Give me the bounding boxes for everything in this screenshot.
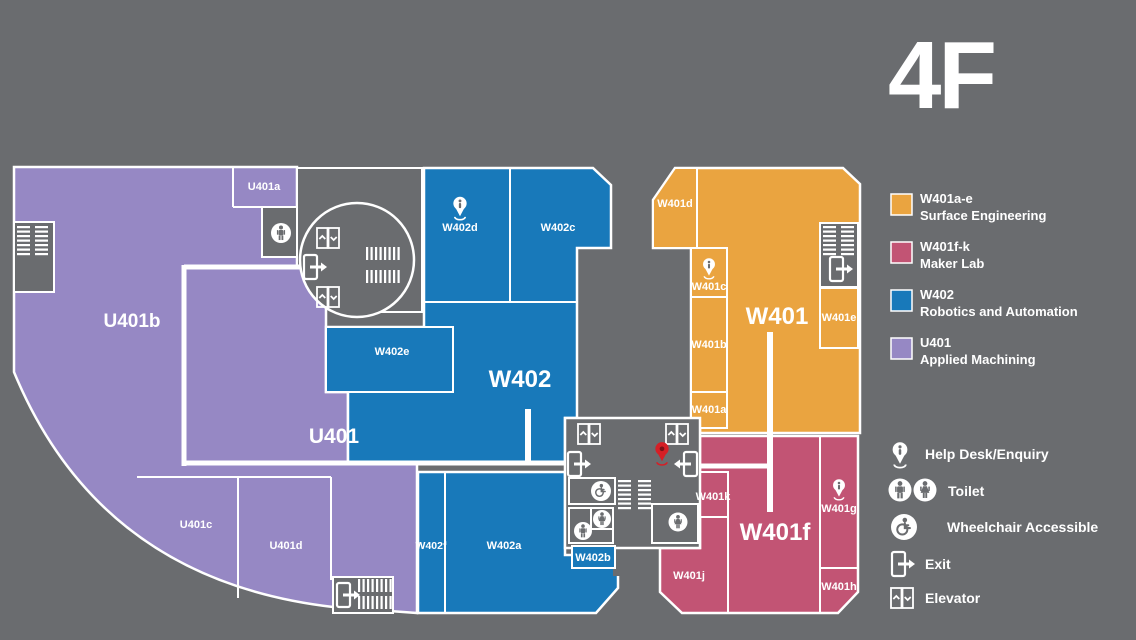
legend-icon-label: Toilet — [948, 483, 985, 499]
legend-name: Maker Lab — [920, 256, 984, 271]
room-label: W402c — [541, 222, 576, 234]
room-label: W401d — [657, 198, 692, 210]
legend-icons: Help Desk/Enquiry Toilet Wheelchair Acce… — [888, 441, 1098, 609]
legend-swatch — [890, 193, 913, 216]
room-label: W402f — [416, 540, 447, 552]
central-core — [298, 201, 416, 319]
legend-code: W401a-e — [920, 191, 973, 206]
legend-swatch — [890, 289, 913, 312]
room-label: W402e — [375, 346, 410, 358]
room-w401b — [690, 296, 728, 393]
help-desk-pin-icon — [891, 441, 909, 469]
legend-name: Surface Engineering — [920, 208, 1046, 223]
room-label: W401f — [740, 519, 812, 546]
room-label: U401c — [180, 519, 212, 531]
rooms-u401c-u401d — [137, 476, 332, 598]
legend-icon-label: Wheelchair Accessible — [947, 519, 1098, 535]
room-label: W402a — [487, 540, 523, 552]
room-label: U401 — [309, 425, 360, 448]
room-label: W402 — [489, 366, 552, 393]
room-w402e — [325, 326, 454, 393]
room-label: U401b — [103, 311, 160, 332]
room-label: W401e — [822, 312, 857, 324]
legend-code: W402 — [920, 287, 954, 302]
corridors — [181, 264, 773, 512]
elevator-icon — [890, 587, 914, 609]
room-label: W401k — [696, 491, 732, 503]
room-label: W401c — [692, 281, 727, 293]
legend-code: W401f-k — [920, 239, 971, 254]
room-label: W401a — [692, 404, 728, 416]
legend-swatch — [890, 241, 913, 264]
room-label: W401h — [821, 581, 857, 593]
room-label: W401j — [673, 570, 705, 582]
stairwell-south — [332, 576, 394, 614]
legend-icon-label: Help Desk/Enquiry — [925, 446, 1049, 462]
legend-code: U401 — [920, 335, 951, 350]
legend-icon-label: Exit — [925, 556, 951, 572]
room-label: W401b — [691, 339, 727, 351]
room-label: W402d — [442, 222, 477, 234]
toilet-room-north — [261, 206, 298, 258]
stairwell-east — [819, 222, 859, 288]
exit-icon — [890, 550, 917, 578]
legend-name: Applied Machining — [920, 352, 1036, 367]
lobby — [563, 416, 702, 576]
legend-swatch — [890, 337, 913, 360]
room-label: W401g — [821, 503, 856, 515]
room-label: W402b — [575, 552, 611, 564]
room-w401d — [652, 167, 698, 249]
room-w401k — [699, 471, 729, 518]
legend-icon-label: Elevator — [925, 590, 981, 606]
floor-title: 4F — [888, 22, 994, 129]
legend-areas: W401a-e Surface Engineering W401f-k Make… — [890, 191, 1078, 367]
legend-name: Robotics and Automation — [920, 304, 1078, 319]
stairwell-west — [13, 221, 55, 293]
room-label: W401 — [746, 303, 809, 330]
room-label: U401d — [269, 540, 302, 552]
room-label: U401a — [248, 181, 281, 193]
room-w402b — [571, 545, 616, 569]
